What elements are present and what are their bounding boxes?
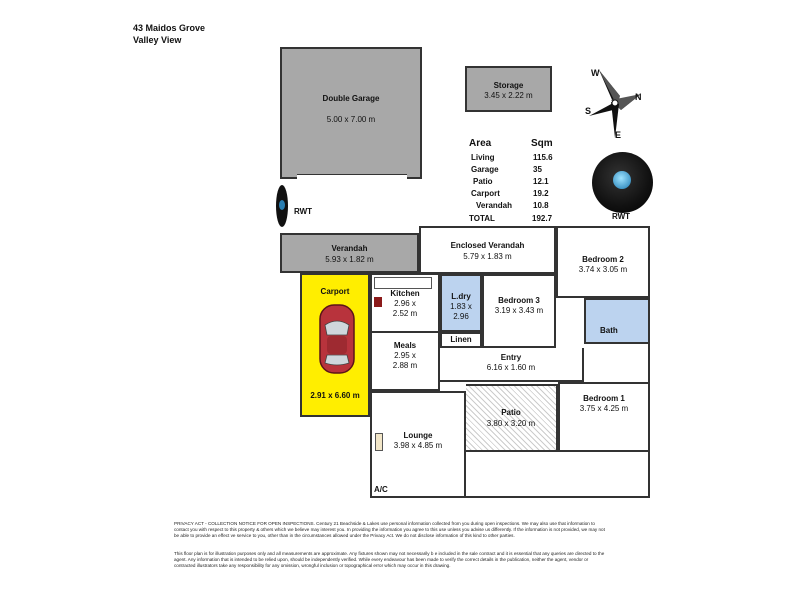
room-patio: Patio 3.80 x 3.20 m	[466, 384, 558, 452]
room-bath: Bath	[584, 298, 650, 344]
room-meals: Meals 2.95 x 2.88 m	[370, 333, 440, 391]
car-icon	[319, 304, 355, 374]
room-verandah: Verandah 5.93 x 1.82 m	[280, 233, 419, 273]
area-row-label: Verandah	[476, 201, 513, 210]
room-dims: 6.16 x 1.60 m	[486, 363, 536, 372]
garage-door	[297, 174, 407, 179]
area-title: Area	[469, 138, 492, 149]
area-row-value: 12.1	[533, 177, 549, 186]
room-name: Kitchen	[390, 289, 420, 298]
rwt-label-right: RWT	[612, 212, 631, 221]
room-bedroom-2: Bedroom 2 3.74 x 3.05 m	[556, 226, 650, 298]
room-name: Linen	[450, 335, 472, 344]
room-name: Bath	[600, 326, 618, 335]
address-line: 43 Maidos Grove	[133, 23, 206, 33]
disclaimer-notice: This floor plan is for illustration purp…	[174, 551, 605, 569]
room-dims: 5.93 x 1.82 m	[325, 255, 374, 264]
area-row-label: Garage	[471, 165, 499, 174]
room-name: Enclosed Verandah	[450, 241, 525, 250]
rwt-tank-small	[276, 185, 288, 227]
room-kitchen: Kitchen 2.96 x 2.52 m	[370, 273, 440, 333]
kitchen-bench	[374, 277, 432, 289]
stove-icon	[374, 297, 382, 307]
room-name: Storage	[493, 81, 524, 90]
area-row-label: Carport	[471, 189, 500, 198]
room-dims: 3.80 x 3.20 m	[486, 419, 536, 428]
fireplace-icon	[375, 433, 383, 451]
compass-n: N	[635, 92, 642, 102]
area-row-label: Patio	[473, 177, 493, 186]
ac-label: A/C	[374, 485, 388, 494]
area-unit: Sqm	[531, 138, 553, 149]
suburb-line: Valley View	[133, 35, 182, 45]
house-outline	[370, 226, 650, 498]
room-dims: 5.00 x 7.00 m	[326, 115, 376, 124]
room-name: Entry	[500, 353, 522, 362]
room-entry: Entry 6.16 x 1.60 m	[440, 348, 584, 382]
room-double-garage: Double Garage 5.00 x 7.00 m	[280, 47, 422, 179]
area-row-value: 10.8	[533, 201, 549, 210]
room-lounge: Lounge 3.98 x 4.85 m A/C	[370, 391, 466, 498]
area-total-value: 192.7	[532, 214, 553, 223]
room-dims: 3.75 x 4.25 m	[579, 404, 629, 413]
room-name: Bedroom 2	[582, 255, 624, 264]
room-linen: Linen	[440, 332, 482, 348]
room-dims: 3.74 x 3.05 m	[578, 265, 628, 274]
room-dims: 3.19 x 3.43 m	[494, 306, 544, 315]
area-row-value: 19.2	[533, 189, 549, 198]
room-name: Patio	[501, 408, 521, 417]
room-name: L.dry	[451, 292, 471, 301]
room-name: Double Garage	[322, 94, 380, 103]
room-laundry: L.dry 1.83 x 2.96	[440, 274, 482, 332]
room-carport: Carport 2.91 x 6.60 m	[300, 273, 370, 417]
room-name: Verandah	[331, 244, 368, 253]
area-row-value: 115.6	[533, 153, 553, 162]
area-row-label: Living	[471, 153, 495, 162]
room-dims-2: 2.88 m	[392, 361, 418, 370]
room-dims: 2.91 x 6.60 m	[310, 391, 360, 400]
compass-s: S	[585, 106, 591, 116]
area-total-label: TOTAL	[469, 214, 495, 223]
room-enclosed-verandah: Enclosed Verandah 5.79 x 1.83 m	[419, 226, 556, 274]
room-name: Meals	[393, 341, 417, 350]
room-bedroom-3: Bedroom 3 3.19 x 3.43 m	[482, 274, 556, 348]
room-dims-2: 2.52 m	[392, 309, 418, 318]
room-dims-2: 2.96	[453, 312, 469, 321]
rwt-tank-large	[592, 152, 653, 213]
room-name: Bedroom 3	[498, 296, 540, 305]
room-name: Carport	[320, 287, 350, 296]
compass-e: E	[615, 130, 621, 140]
compass-rose: W N S E	[585, 68, 642, 140]
area-row-value: 35	[533, 165, 542, 174]
room-dims-1: 2.95 x	[394, 351, 416, 360]
rwt-label-left: RWT	[294, 207, 313, 216]
room-dims-1: 1.83 x	[450, 302, 472, 311]
room-dims: 5.79 x 1.83 m	[463, 252, 512, 261]
room-dims: 3.98 x 4.85 m	[393, 441, 443, 450]
room-name: Bedroom 1	[583, 394, 625, 403]
room-bedroom-1: Bedroom 1 3.75 x 4.25 m	[558, 382, 650, 452]
room-storage: Storage 3.45 x 2.22 m	[465, 66, 552, 112]
room-name: Lounge	[403, 431, 433, 440]
room-dims: 3.45 x 2.22 m	[484, 91, 533, 100]
room-dims-1: 2.96 x	[394, 299, 416, 308]
compass-w: W	[591, 68, 600, 78]
privacy-notice: PRIVACY ACT - COLLECTION NOTICE FOR OPEN…	[174, 521, 605, 539]
